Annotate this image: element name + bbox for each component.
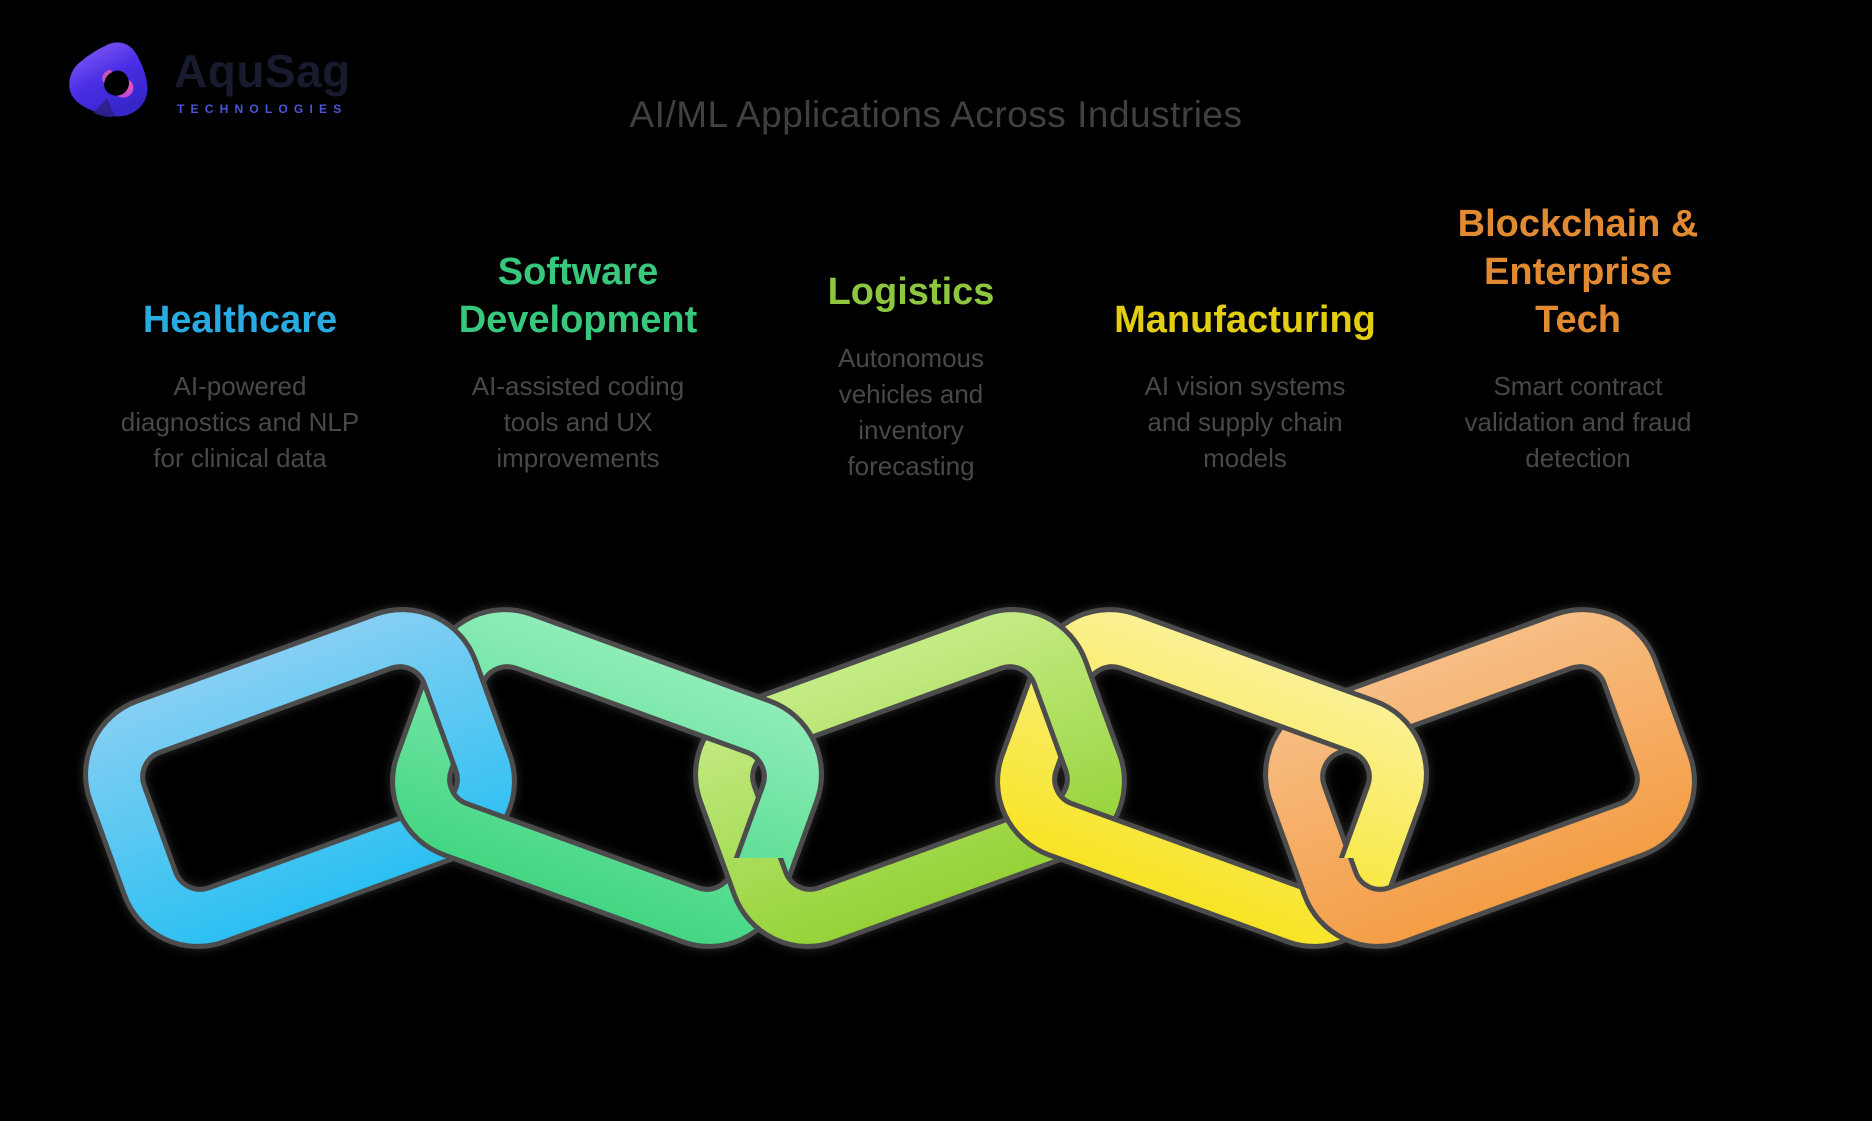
logo-subtitle-text: TECHNOLOGIES [177, 102, 348, 116]
aqusag-logo: AquSag TECHNOLOGIES [60, 36, 400, 128]
column-heading-healthcare: Healthcare [142, 299, 338, 341]
column-heading-logistics: Logistics [827, 271, 995, 313]
chain-link-blockchain [1244, 588, 1717, 969]
column-heading-manufacturing: Manufacturing [1114, 299, 1376, 341]
logo-brand-text: AquSag [174, 45, 351, 97]
page-title: AI/ML Applications Across Industries [629, 94, 1243, 135]
aqusag-swirl-icon [69, 42, 148, 117]
chain-graphic [0, 555, 1872, 1005]
